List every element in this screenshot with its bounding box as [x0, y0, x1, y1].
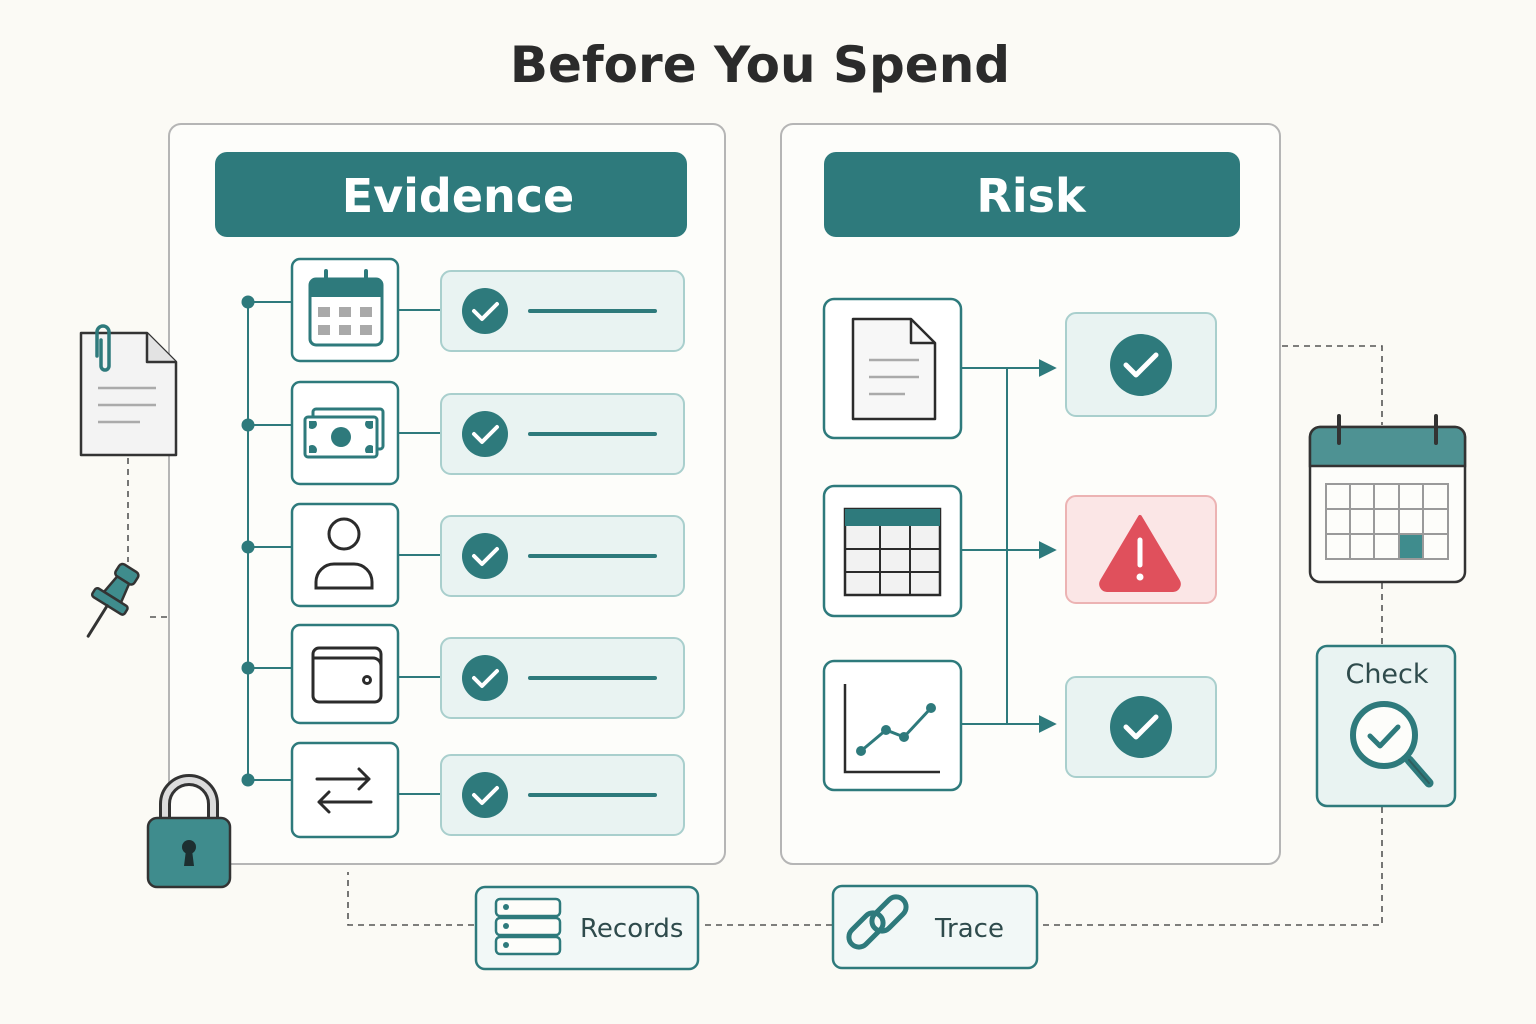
evidence-row	[241, 741, 685, 839]
wallet-icon	[311, 646, 383, 704]
check-icon	[462, 655, 508, 701]
risk-row	[822, 659, 1217, 792]
risk-panel: Risk	[780, 123, 1281, 865]
evidence-row	[241, 257, 685, 363]
risk-connectors	[961, 359, 1057, 733]
check-icon	[462, 288, 508, 334]
risk-row	[822, 297, 1217, 440]
risk-header	[824, 152, 1240, 237]
chain-link-icon	[846, 894, 909, 950]
paper-clip-document-icon	[79, 324, 178, 457]
warning-icon	[1099, 515, 1181, 592]
table-icon	[843, 507, 942, 597]
check-icon	[462, 772, 508, 818]
line-chart-icon	[843, 684, 940, 774]
transfer-arrows-icon	[315, 767, 373, 814]
evidence-header-label: Evidence	[342, 169, 575, 223]
evidence-panel: Evidence	[168, 123, 726, 865]
check-icon	[1110, 334, 1172, 396]
evidence-row	[241, 502, 685, 608]
large-calendar-icon	[1308, 414, 1467, 584]
trace-card: Trace	[831, 884, 1039, 970]
evidence-icon-tile	[290, 741, 400, 839]
page-title: Before You Spend	[510, 36, 1010, 94]
magnifier-check-icon	[1350, 701, 1434, 788]
padlock-icon	[146, 774, 232, 889]
database-server-icon	[494, 897, 562, 956]
cash-icon	[303, 407, 385, 459]
calendar-icon	[308, 269, 384, 347]
risk-row	[822, 484, 1217, 618]
check-icon	[462, 411, 508, 457]
evidence-header	[215, 152, 687, 237]
trace-label: Trace	[934, 914, 1004, 944]
document-icon	[851, 317, 937, 421]
check-card: Check	[1315, 644, 1457, 808]
risk-icon-tile	[822, 659, 963, 792]
records-card: Records	[474, 885, 700, 971]
check-card-label: Check	[1345, 659, 1428, 690]
records-label: Records	[580, 914, 683, 944]
risk-header-label: Risk	[976, 169, 1087, 223]
push-pin-icon	[86, 562, 140, 638]
check-icon	[462, 533, 508, 579]
evidence-row	[241, 623, 685, 725]
user-icon	[314, 517, 374, 590]
check-icon	[1110, 696, 1172, 758]
evidence-row	[241, 380, 685, 486]
